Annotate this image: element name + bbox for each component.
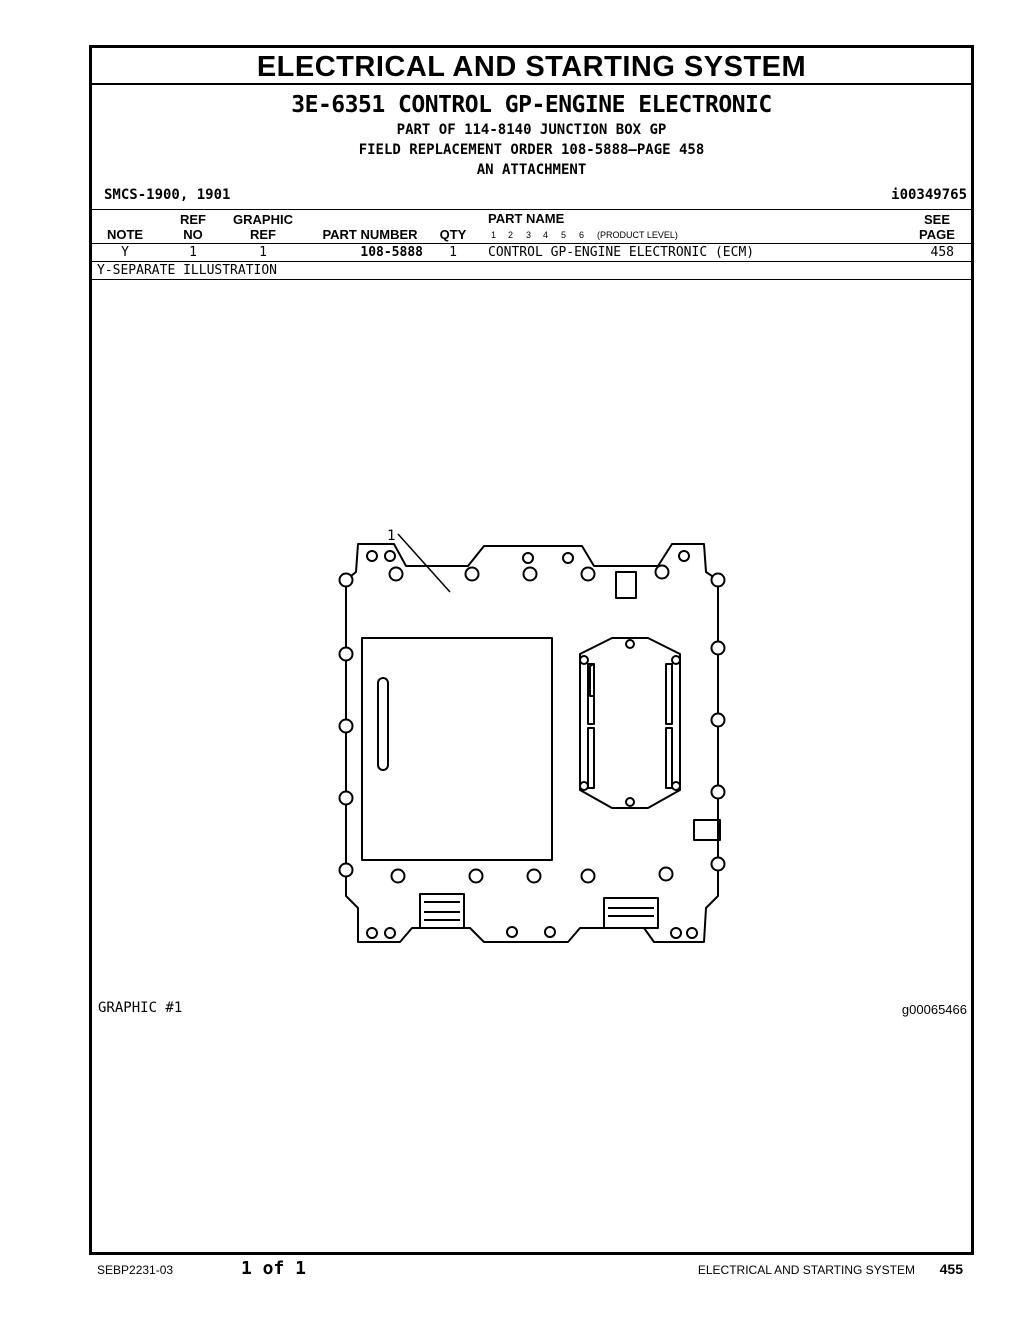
row-part-number: 108-5888 xyxy=(360,245,423,260)
row-qty: 1 xyxy=(449,245,457,260)
col-qty: QTY xyxy=(439,227,467,242)
product-level-3: 3 xyxy=(526,230,532,240)
col-graphic-top: GRAPHIC xyxy=(233,212,293,227)
document-id: i00349765 xyxy=(891,187,967,203)
product-level-5: 5 xyxy=(561,230,567,240)
row-see-page: 458 xyxy=(930,245,954,260)
table-footnote: Y-SEPARATE ILLUSTRATION xyxy=(97,263,278,278)
col-part-number: PART NUMBER xyxy=(322,227,418,242)
row-part-name: CONTROL GP-ENGINE ELECTRONIC (ECM) xyxy=(488,245,755,260)
graphic-id: g00065466 xyxy=(901,1002,967,1017)
part-of-line: PART OF 114-8140 JUNCTION BOX GP xyxy=(396,122,667,138)
product-level-label: (PRODUCT LEVEL) xyxy=(597,230,678,240)
row-graphic-ref: 1 xyxy=(259,245,267,260)
col-part-name: PART NAME xyxy=(488,211,565,226)
footer-doc-number: SEBP2231-03 xyxy=(97,1263,174,1277)
col-ref-top: REF xyxy=(180,212,206,227)
product-level-4: 4 xyxy=(543,230,549,240)
header-rule xyxy=(92,243,971,244)
product-level-2: 2 xyxy=(508,230,514,240)
callout-number: 1 xyxy=(387,528,395,544)
table-top-rule xyxy=(92,209,971,210)
document-frame: ELECTRICAL AND STARTING SYSTEM 3E-6351 C… xyxy=(89,45,974,1255)
attachment-line: AN ATTACHMENT xyxy=(476,162,587,178)
row-ref-no: 1 xyxy=(189,245,197,260)
col-note: NOTE xyxy=(106,227,144,242)
smcs-codes: SMCS-1900, 1901 xyxy=(104,187,231,203)
field-replacement-line: FIELD REPLACEMENT ORDER 108-5888—PAGE 45… xyxy=(358,142,705,158)
group-title: 3E-6351 CONTROL GP-ENGINE ELECTRONIC xyxy=(291,92,772,118)
row-note: Y xyxy=(121,245,129,260)
col-graphic-bottom: REF xyxy=(250,227,276,242)
col-ref-bottom: NO xyxy=(183,227,203,242)
section-title: ELECTRICAL AND STARTING SYSTEM xyxy=(92,48,971,85)
footer-page-number: 455 xyxy=(939,1261,963,1277)
footer-page-of: 1 of 1 xyxy=(241,1258,307,1279)
footer-section: ELECTRICAL AND STARTING SYSTEM xyxy=(697,1263,915,1277)
graphic-label: GRAPHIC #1 xyxy=(98,1000,183,1016)
footnote-rule xyxy=(92,279,971,280)
col-see-top: SEE xyxy=(923,212,950,227)
product-level-6: 6 xyxy=(579,230,585,240)
product-level-1: 1 xyxy=(491,230,497,240)
row-rule xyxy=(92,261,971,262)
ecm-illustration: 1 xyxy=(338,528,726,943)
col-see-bottom: PAGE xyxy=(919,227,955,242)
